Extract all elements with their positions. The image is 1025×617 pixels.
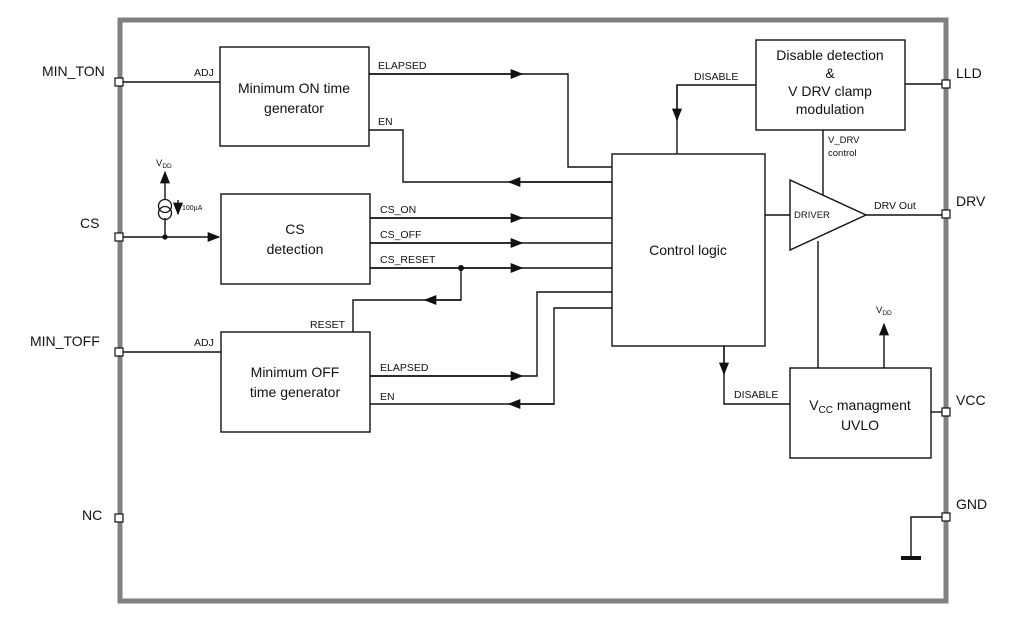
svg-text:DRIVER: DRIVER <box>794 210 830 221</box>
pin-nc-label: NC <box>82 507 102 523</box>
svg-text:EN: EN <box>380 391 395 403</box>
pin-lld-label: LLD <box>956 65 982 81</box>
svg-text:modulation: modulation <box>796 101 865 117</box>
wire-cs-input <box>123 218 221 243</box>
pin-vcc: VCC <box>941 392 986 417</box>
block-driver: DRIVER <box>789 178 868 252</box>
svg-text:CS: CS <box>285 221 304 237</box>
svg-text:ELAPSED: ELAPSED <box>380 362 429 374</box>
pin-cs: CS <box>80 215 124 242</box>
pin-min-ton-label: MIN_TON <box>42 63 105 79</box>
wire-elapsed-bottom: ELAPSED <box>370 291 612 382</box>
svg-text:CS_OFF: CS_OFF <box>380 229 421 241</box>
block-disable-detection: Disable detection & V DRV clamp modulati… <box>755 39 906 131</box>
svg-text:VDD: VDD <box>876 305 892 317</box>
wire-cs-off: CS_OFF <box>370 229 612 249</box>
svg-text:Control logic: Control logic <box>649 242 727 258</box>
pin-vcc-label: VCC <box>956 392 986 408</box>
block-cs-detection: CS detection <box>220 193 371 285</box>
svg-text:generator: generator <box>264 100 324 116</box>
wire-cs-on: CS_ON <box>370 204 612 224</box>
pin-gnd-label: GND <box>956 496 987 512</box>
svg-text:CS_RESET: CS_RESET <box>380 254 436 266</box>
wire-disable-top: DISABLE <box>671 71 756 154</box>
svg-text:Minimum OFF: Minimum OFF <box>251 364 340 380</box>
svg-text:ADJ: ADJ <box>194 67 214 79</box>
svg-text:DISABLE: DISABLE <box>734 389 778 401</box>
block-min-on-time-generator: Minimum ON time generator <box>219 46 370 147</box>
svg-text:100µA: 100µA <box>182 205 203 212</box>
svg-text:Disable detection: Disable detection <box>776 47 883 63</box>
current-source-100ua: VDD 100µA <box>156 158 203 221</box>
pin-gnd: GND <box>941 496 987 522</box>
svg-text:CS_ON: CS_ON <box>380 204 416 216</box>
svg-text:ELAPSED: ELAPSED <box>378 60 427 72</box>
svg-text:V DRV clamp: V DRV clamp <box>788 83 872 99</box>
wire-drv-out: DRV Out <box>866 200 942 216</box>
pin-min-ton: MIN_TON <box>42 63 124 87</box>
wire-disable-bottom: DISABLE <box>718 346 790 405</box>
wire-min-ton-adj: ADJ <box>123 67 220 83</box>
svg-text:control: control <box>828 148 857 159</box>
svg-text:&: & <box>825 65 835 81</box>
pin-min-toff: MIN_TOFF <box>30 333 124 357</box>
wire-reset: RESET <box>310 268 462 332</box>
svg-text:VDD: VDD <box>156 158 172 170</box>
pin-nc: NC <box>82 507 124 523</box>
svg-text:time generator: time generator <box>250 384 341 400</box>
svg-text:DRV Out: DRV Out <box>874 200 916 212</box>
wire-en-top: EN <box>369 116 612 188</box>
svg-text:V_DRV: V_DRV <box>828 135 860 146</box>
chip-outline <box>117 17 949 604</box>
block-vcc-management-uvlo: VCC managment UVLO <box>789 367 932 459</box>
svg-text:detection: detection <box>267 241 324 257</box>
wire-min-toff-adj: ADJ <box>123 337 221 353</box>
wire-cs-reset: CS_RESET <box>370 254 612 274</box>
wire-elapsed-top: ELAPSED <box>369 60 612 168</box>
svg-text:EN: EN <box>378 116 393 128</box>
svg-text:ADJ: ADJ <box>194 337 214 349</box>
svg-text:UVLO: UVLO <box>841 417 879 433</box>
wire-v-drv-control: V_DRV control <box>822 130 860 195</box>
svg-text:RESET: RESET <box>310 319 346 331</box>
ground-symbol <box>901 516 942 560</box>
pin-min-toff-label: MIN_TOFF <box>30 333 100 349</box>
pin-cs-label: CS <box>80 215 99 231</box>
wire-uvlo-vdd: VDD <box>876 305 892 368</box>
pin-drv: DRV <box>941 193 986 219</box>
svg-text:VCC managment: VCC managment <box>809 397 911 416</box>
svg-text:DISABLE: DISABLE <box>694 71 738 83</box>
block-control-logic: Control logic <box>611 153 766 347</box>
svg-text:Minimum ON time: Minimum ON time <box>238 80 350 96</box>
pin-drv-label: DRV <box>956 193 986 209</box>
wire-en-bottom: EN <box>370 307 612 410</box>
block-min-off-time-generator: Minimum OFF time generator <box>220 331 371 433</box>
